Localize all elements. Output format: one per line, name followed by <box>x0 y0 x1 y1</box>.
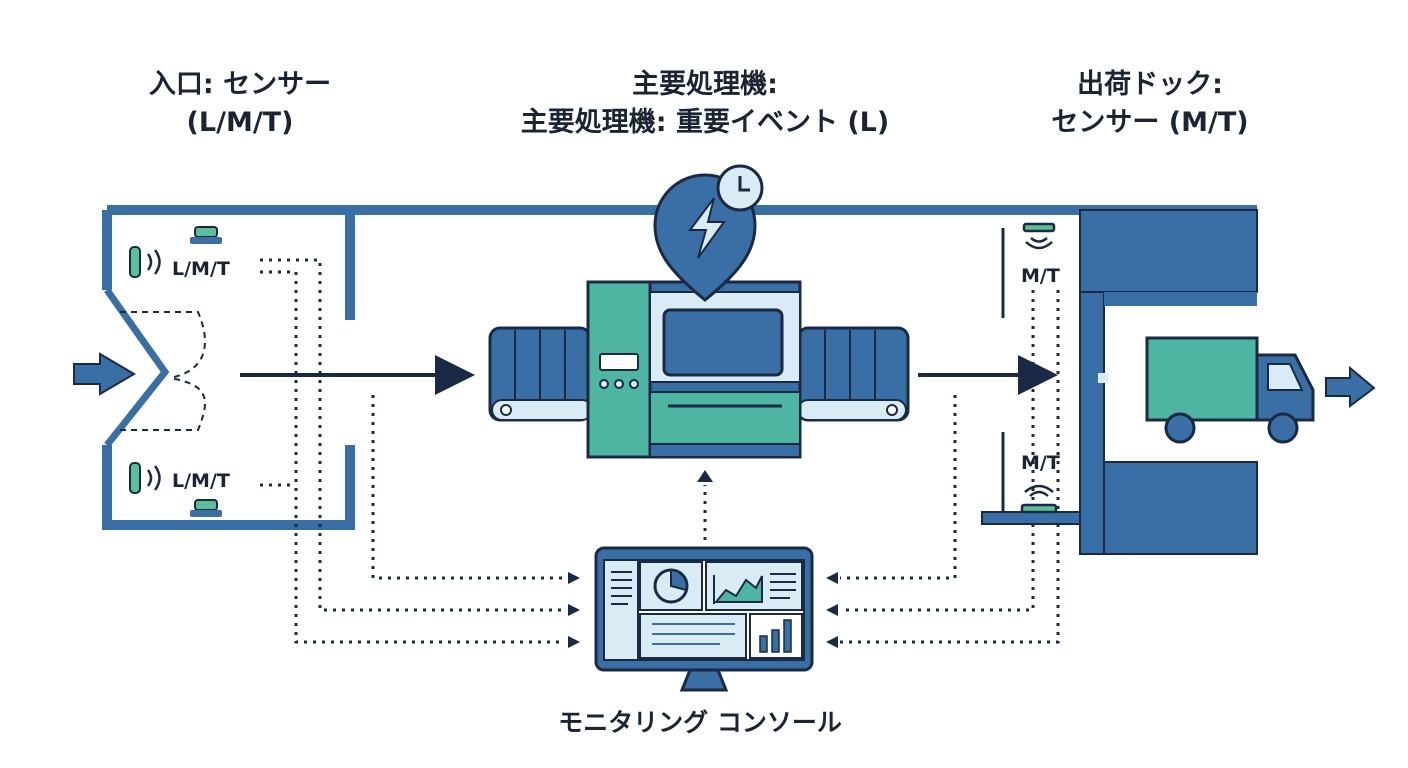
main-title-line-2: 主要処理機: 重要イベント (L) <box>520 107 890 138</box>
dock-bottom-sensor-label: M/T <box>1021 452 1060 474</box>
dock-bottom-signal-icon <box>1020 484 1058 514</box>
entry-bottom-sensor-label: L/M/T <box>172 470 230 492</box>
entry-door <box>104 287 206 448</box>
bar-chart-icon <box>749 613 803 659</box>
main-processor-title: 主要処理機: 主要処理機: 重要イベント (L) <box>470 66 940 142</box>
entry-top-sensor-label: L/M/T <box>172 258 230 280</box>
shipping-dock-title: 出荷ドック: センサー (M/T) <box>1020 66 1280 142</box>
entry-bottom-sensor <box>190 499 222 517</box>
main-processor-machine <box>586 280 802 459</box>
clock-icon <box>716 164 764 212</box>
dock-top-sensor-label: M/T <box>1021 265 1060 287</box>
entry-arrow-icon <box>73 352 136 396</box>
conveyor-right <box>796 326 910 422</box>
entry-sensor-links <box>260 258 565 644</box>
entry-top-sensor <box>190 226 222 244</box>
dock-top-signal-icon <box>1022 222 1056 250</box>
dock-title-line-1: 出荷ドック: <box>1077 69 1223 100</box>
entry-bottom-signal-icon <box>129 462 161 494</box>
entry-top-signal-icon <box>129 246 161 278</box>
critical-event-marker <box>653 164 764 302</box>
shipping-dock <box>981 209 1258 555</box>
truck-icon <box>1145 336 1315 444</box>
entry-link-arrowheads <box>568 572 580 648</box>
dock-sensor-links <box>840 290 1060 644</box>
lightning-icon <box>688 197 726 259</box>
entry-zone-title: 入口: センサー (L/M/T) <box>120 66 360 142</box>
exit-arrow-icon <box>1325 365 1376 408</box>
entry-title-line-2: (L/M/T) <box>186 107 294 138</box>
conveyor-left <box>488 326 593 422</box>
monitoring-console-label: モニタリング コンソール <box>558 708 842 737</box>
monitor-icon <box>594 546 814 692</box>
entry-title-line-1: 入口: センサー <box>148 69 332 100</box>
dock-title-line-2: センサー (M/T) <box>1051 107 1249 138</box>
main-title-line-1: 主要処理機: <box>632 69 778 100</box>
console-to-processor-arrowhead <box>697 470 713 482</box>
pie-chart-icon <box>653 568 689 604</box>
line-chart-icon <box>713 575 763 604</box>
dock-link-arrowheads <box>826 572 838 648</box>
